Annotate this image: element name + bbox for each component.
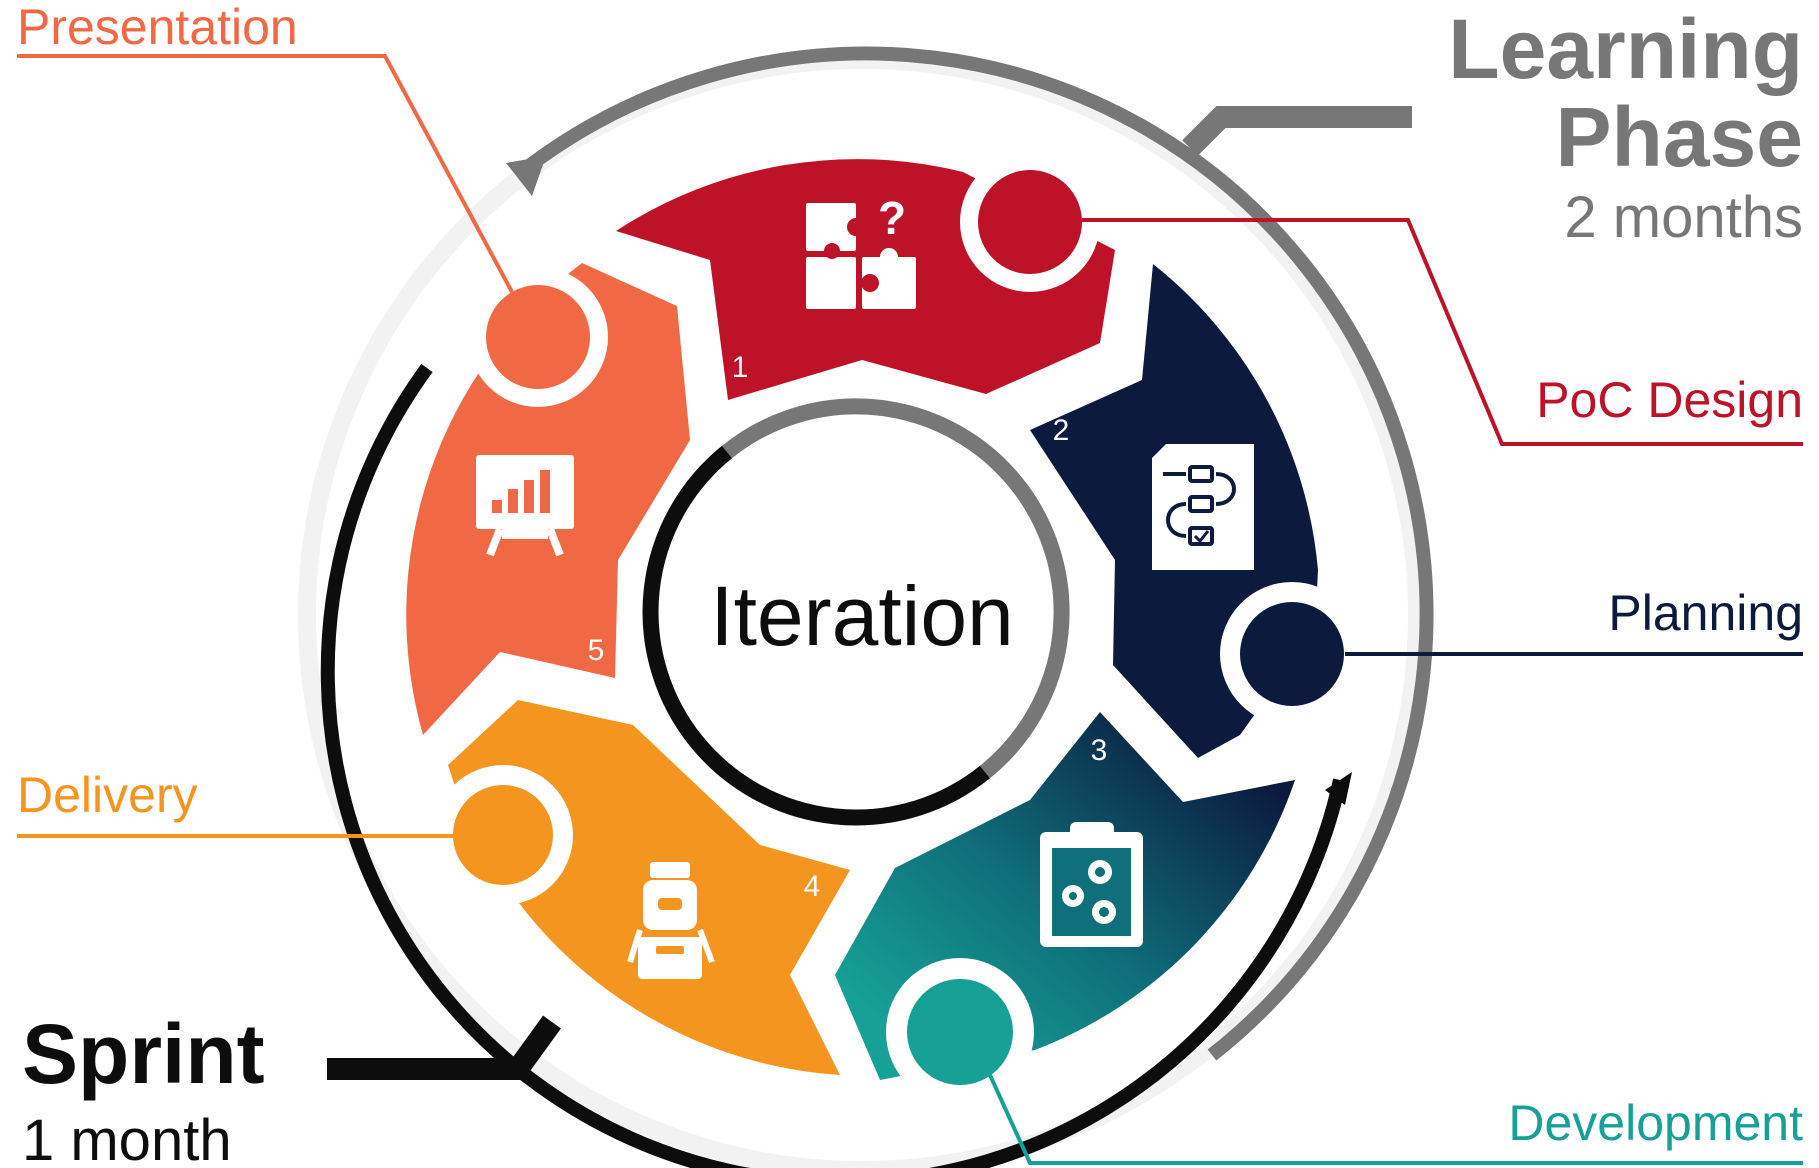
step-5-connector-dot (486, 285, 590, 389)
inner-ring-fill (650, 403, 1074, 827)
svg-text:?: ? (878, 192, 906, 244)
poc-design-leader-line (1082, 218, 1803, 446)
sprint-arc (320, 363, 1347, 1168)
presentation-board-icon (476, 455, 574, 557)
learning-phase-arrowhead (506, 156, 546, 196)
step-5-label: Presentation (17, 0, 298, 55)
center-label: Iteration (710, 569, 1014, 663)
step-4-number: 4 (804, 870, 821, 903)
learning-phase-title-line2: Phase (1556, 90, 1804, 184)
development-leader-line (988, 1074, 1803, 1165)
sprint-duration: 1 month (22, 1108, 232, 1168)
sprint-arrowhead (1325, 772, 1352, 805)
step-2-connector-dot (1240, 602, 1344, 706)
sprint-bracket (327, 1015, 561, 1080)
step-3-connector-dot (907, 979, 1013, 1085)
robot-delivery-icon (627, 862, 715, 979)
learning-phase-arc (515, 46, 1434, 1061)
step-3-label: Development (1508, 1095, 1803, 1151)
learning-phase-duration: 2 months (1564, 185, 1803, 250)
step-4-label: Delivery (17, 767, 198, 823)
sprint-title: Sprint (22, 1007, 265, 1101)
flowchart-document-icon (1152, 444, 1254, 570)
inner-ring-gray-arc (721, 398, 1070, 779)
inner-ring-black-arc (642, 445, 991, 826)
step-2-number: 2 (1053, 414, 1070, 447)
step-1-number: 1 (732, 351, 749, 384)
learning-phase-bracket (1182, 106, 1412, 156)
step-1-label: PoC Design (1536, 372, 1803, 428)
step-2-label: Planning (1608, 585, 1803, 641)
step-1-connector-dot (978, 170, 1082, 274)
step-4-connector-dot (453, 785, 553, 885)
step-5-number: 5 (588, 634, 605, 667)
learning-phase-title-line1: Learning (1448, 2, 1803, 96)
presentation-leader-line (17, 54, 514, 293)
step-3-number: 3 (1091, 734, 1108, 767)
puzzle-question-icon: ? (806, 192, 916, 309)
clipboard-gears-icon (1040, 822, 1143, 947)
